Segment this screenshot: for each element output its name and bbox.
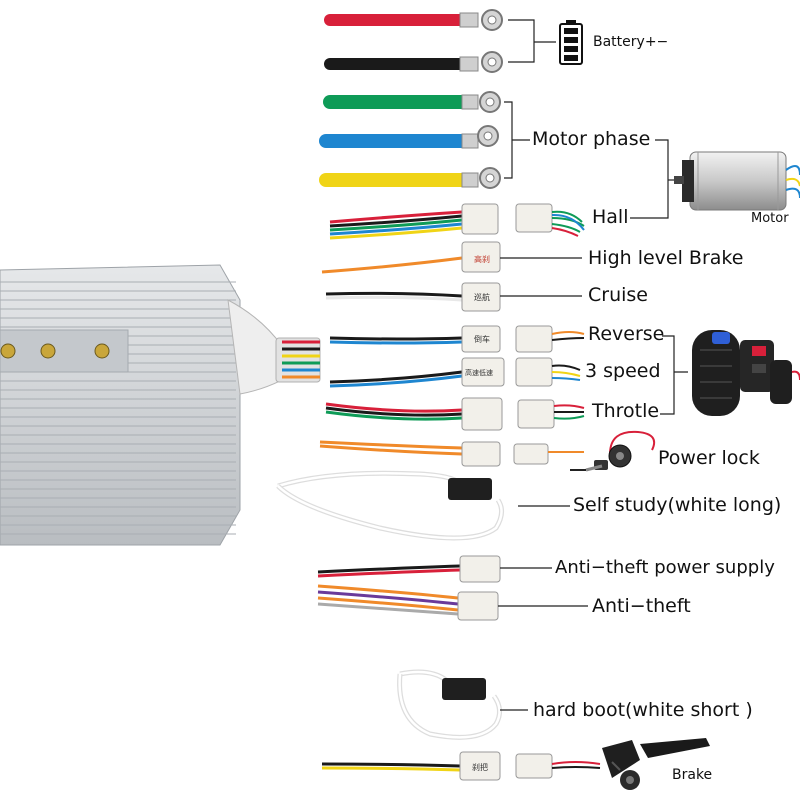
- throttle-grip-image: [692, 330, 800, 416]
- power-lock-label: Power lock: [658, 447, 760, 469]
- reverse-wire: [329, 325, 585, 353]
- motor-phase-green-cable: [323, 91, 501, 113]
- motor-label: Motor: [751, 211, 789, 226]
- self-study-label: Self study(white long): [573, 494, 782, 516]
- anti-theft-wire: [317, 584, 499, 621]
- hard-boot-wire: [397, 669, 502, 740]
- power-lock-wire: [319, 440, 584, 467]
- motor-image: [674, 151, 800, 211]
- battery-label: Battery+−: [593, 34, 669, 50]
- battery-black-cable: [324, 51, 503, 73]
- high-level-brake-wire: [321, 241, 501, 274]
- cruise-label: Cruise: [588, 284, 648, 306]
- throttle-label: Throtle: [592, 400, 660, 422]
- anti-theft-label: Anti−theft: [592, 595, 691, 617]
- controller-wire-bundle: [282, 340, 320, 379]
- battery-icon: [559, 20, 583, 65]
- hall-label: Hall: [592, 206, 629, 228]
- battery-red-cable: [324, 9, 503, 31]
- throttle-wire: [325, 397, 585, 431]
- brake-lever-image: [602, 738, 710, 790]
- motor-phase-yellow-cable: [319, 167, 501, 189]
- controller-body: [0, 264, 321, 546]
- controller-fins: [0, 281, 236, 535]
- motor-phase-blue-cable: [319, 125, 499, 149]
- cruise-wire: [325, 282, 501, 312]
- controller-bolt: [0, 343, 16, 359]
- anti-theft-power-wire: [317, 555, 501, 583]
- brake-label: Brake: [672, 767, 713, 783]
- controller-bolt: [40, 343, 56, 359]
- hall-wires: [329, 203, 585, 240]
- key-lock-image: [570, 430, 656, 472]
- three-speed-label: 3 speed: [585, 360, 661, 382]
- self-study-wire: [276, 470, 504, 541]
- reverse-label: Reverse: [588, 323, 665, 345]
- hard-boot-label: hard boot(white short ): [533, 699, 753, 721]
- three-speed-wire: [329, 357, 581, 388]
- controller-bolt: [94, 343, 110, 359]
- brake-wire: [321, 751, 601, 781]
- high-level-brake-label: High level Brake: [588, 247, 744, 269]
- motor-phase-label: Motor phase: [532, 128, 651, 150]
- anti-theft-power-label: Anti−theft power supply: [555, 557, 775, 578]
